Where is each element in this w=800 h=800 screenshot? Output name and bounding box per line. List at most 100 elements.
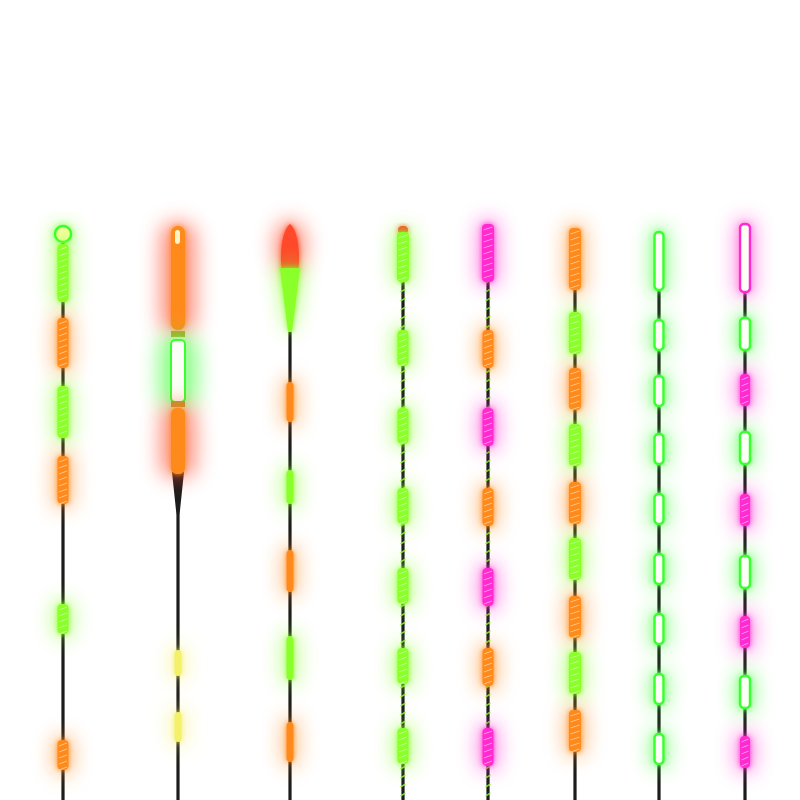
float-segment-orange xyxy=(565,592,585,642)
float-segment-green xyxy=(53,240,73,306)
float-segment-orange xyxy=(478,484,498,530)
segment-stripe xyxy=(58,332,68,337)
float-segment-green xyxy=(650,372,668,410)
segment-stripe xyxy=(570,272,580,277)
segment-stripe xyxy=(58,488,68,493)
segment-stripe xyxy=(570,678,580,683)
stem-spiral-wrap xyxy=(400,621,406,626)
stem-spiral-wrap xyxy=(485,558,491,563)
segment-stripe xyxy=(398,350,408,355)
segment-stripe xyxy=(741,496,749,501)
segment-stripe xyxy=(570,350,580,355)
stem-spiral-wrap xyxy=(400,711,406,716)
stem-spiral-wrap xyxy=(400,459,406,464)
segment-body xyxy=(569,312,581,354)
segment-stripe xyxy=(483,742,493,747)
segment-stripe xyxy=(483,256,493,261)
segment-stripe xyxy=(58,470,68,475)
segment-stripe xyxy=(58,630,68,635)
taper-cone xyxy=(172,472,184,515)
segment-stripe xyxy=(398,440,408,445)
stem-spiral-wrap xyxy=(485,387,491,392)
gold-band xyxy=(171,331,185,337)
float-segment-green xyxy=(393,564,413,608)
segment-stripe xyxy=(483,508,493,513)
stem-spiral-wrap xyxy=(485,459,491,464)
segment-stripe xyxy=(58,742,68,747)
segment-stripe xyxy=(483,668,493,673)
stem-spiral-wrap xyxy=(400,792,406,797)
float-6 xyxy=(565,224,585,800)
segment-body xyxy=(174,712,182,742)
segment-body xyxy=(286,550,294,592)
stem-spiral-wrap xyxy=(400,288,406,293)
segment-stripe xyxy=(570,552,580,557)
segment-stripe xyxy=(483,760,493,765)
segment-stripe xyxy=(483,238,493,243)
segment-stripe xyxy=(570,748,580,753)
segment-stripe xyxy=(741,376,749,381)
float-segment-magenta xyxy=(736,612,754,652)
segment-stripe xyxy=(570,666,580,671)
segment-stripe xyxy=(398,588,408,593)
segment-stripe xyxy=(58,356,68,361)
stem-spiral-wrap xyxy=(485,621,491,626)
float-segment-green xyxy=(650,610,668,648)
segment-body xyxy=(397,232,409,282)
float-segment-orange xyxy=(282,378,298,426)
segment-body xyxy=(174,650,182,676)
segment-stripe xyxy=(58,424,68,429)
float-segment-green xyxy=(393,724,413,768)
segment-stripe xyxy=(570,558,580,563)
segment-stripe xyxy=(58,606,68,611)
segment-stripe xyxy=(570,484,580,489)
segment-stripe xyxy=(483,570,493,575)
float-segment-orange xyxy=(53,314,73,372)
segment-stripe xyxy=(483,650,493,655)
stem-spiral-wrap xyxy=(400,558,406,563)
float-segment-orange xyxy=(53,736,73,774)
segment-stripe xyxy=(483,422,493,427)
segment-stripe xyxy=(398,754,408,759)
segment-stripe xyxy=(570,616,580,621)
segment-stripe xyxy=(741,382,749,387)
segment-body xyxy=(286,636,294,680)
stem-spiral-wrap xyxy=(485,288,491,293)
segment-stripe xyxy=(58,464,68,469)
segment-stripe xyxy=(483,496,493,501)
stem-spiral-wrap xyxy=(400,774,406,779)
segment-stripe xyxy=(570,400,580,405)
segment-stripe xyxy=(570,450,580,455)
segment-stripe xyxy=(570,508,580,513)
stem-spiral-wrap xyxy=(485,612,491,617)
segment-stripe xyxy=(570,332,580,337)
segment-body xyxy=(569,596,581,638)
segment-stripe xyxy=(58,388,68,393)
segment-stripe xyxy=(58,476,68,481)
segment-stripe xyxy=(570,502,580,507)
float-2 xyxy=(158,222,198,800)
stem-spiral-wrap xyxy=(485,792,491,797)
stem-spiral-wrap xyxy=(400,468,406,473)
segment-body xyxy=(653,492,665,526)
segment-stripe xyxy=(570,628,580,633)
stem-spiral-wrap xyxy=(400,720,406,725)
float-1 xyxy=(53,224,73,800)
stem-spiral-wrap xyxy=(485,450,491,455)
segment-stripe xyxy=(398,234,408,239)
float-segment-orange xyxy=(53,452,73,508)
segment-stripe xyxy=(741,514,749,519)
float-segment-green xyxy=(53,382,73,442)
segment-stripe xyxy=(58,246,68,251)
segment-stripe xyxy=(483,754,493,759)
segment-stripe xyxy=(570,672,580,677)
segment-stripe xyxy=(570,266,580,271)
stem-spiral-wrap xyxy=(485,396,491,401)
stem-spiral-wrap xyxy=(400,693,406,698)
float-segment-green xyxy=(53,600,73,638)
segment-stripe xyxy=(58,326,68,331)
segment-stripe xyxy=(570,514,580,519)
segment-stripe xyxy=(58,282,68,287)
segment-stripe xyxy=(398,520,408,525)
segment-stripe xyxy=(741,636,749,641)
